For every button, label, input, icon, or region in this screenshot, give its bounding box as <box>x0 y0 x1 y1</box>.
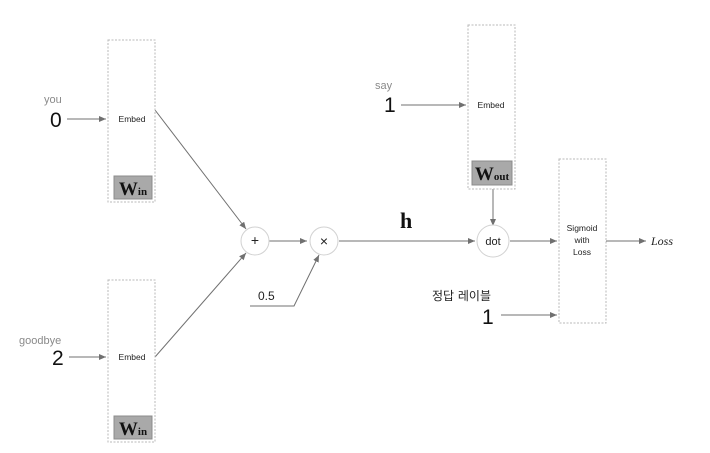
weight-label-win-top: Win <box>119 179 147 200</box>
input-id-goodbye: 2 <box>52 347 64 370</box>
edges <box>67 102 646 360</box>
sigmoid-loss-line1: Sigmoid <box>567 223 598 233</box>
input-word-say: say <box>375 80 393 92</box>
weight-badge-win-top <box>113 175 153 200</box>
input-word-you: you <box>44 94 62 106</box>
hidden-vector-label: h <box>400 208 412 233</box>
multiply-node: × <box>309 226 339 256</box>
weight-badge-wout <box>471 160 513 186</box>
answer-label: 정답 레이블 <box>432 289 491 303</box>
edge-embed-bottom-to-add <box>154 252 247 358</box>
dot-node-label: dot <box>485 236 500 248</box>
weight-sub-win-top: in <box>138 186 147 198</box>
embed-box-bottom <box>107 279 156 443</box>
weight-label-win-bottom: Win <box>119 419 147 440</box>
sigmoid-loss-layer: Sigmoid with Loss <box>558 158 607 324</box>
input-word-goodbye: goodbye <box>19 335 61 347</box>
embed-layer-out: Embed Wout <box>467 24 516 190</box>
input-id-say: 1 <box>384 94 396 117</box>
weight-label-wout: Wout <box>475 164 510 185</box>
embed-box-top <box>107 39 156 203</box>
sigmoid-loss-box <box>558 158 607 324</box>
dot-node: dot <box>476 224 510 258</box>
weight-sub-win-bottom: in <box>138 426 147 438</box>
weight-main-win-bottom: W <box>119 419 138 440</box>
dot-node-circle <box>476 224 510 258</box>
embed-label-bottom: Embed <box>119 352 146 362</box>
input-id-you: 0 <box>50 109 62 132</box>
add-node-symbol: + <box>251 232 259 248</box>
embed-layer-bottom: Embed Win <box>107 279 156 443</box>
multiply-node-circle <box>309 226 339 256</box>
embed-label-top: Embed <box>119 114 146 124</box>
embed-label-out: Embed <box>478 100 505 110</box>
weight-main-win-top: W <box>119 179 138 200</box>
weight-sub-wout: out <box>494 171 510 183</box>
sigmoid-loss-line3: Loss <box>573 247 591 257</box>
add-node-circle <box>240 226 270 256</box>
weight-main-wout: W <box>475 164 494 185</box>
edge-constant-to-multiply <box>250 254 320 307</box>
multiply-node-symbol: × <box>320 233 328 249</box>
constant-value: 0.5 <box>258 289 275 303</box>
sigmoid-loss-line2: with <box>573 235 589 245</box>
embed-layer-top: Embed Win <box>107 39 156 203</box>
output-loss-label: Loss <box>650 234 673 248</box>
edge-embed-top-to-add <box>154 109 247 230</box>
add-node: + <box>240 226 270 256</box>
answer-value: 1 <box>482 306 494 329</box>
weight-badge-win-bottom <box>113 415 153 440</box>
